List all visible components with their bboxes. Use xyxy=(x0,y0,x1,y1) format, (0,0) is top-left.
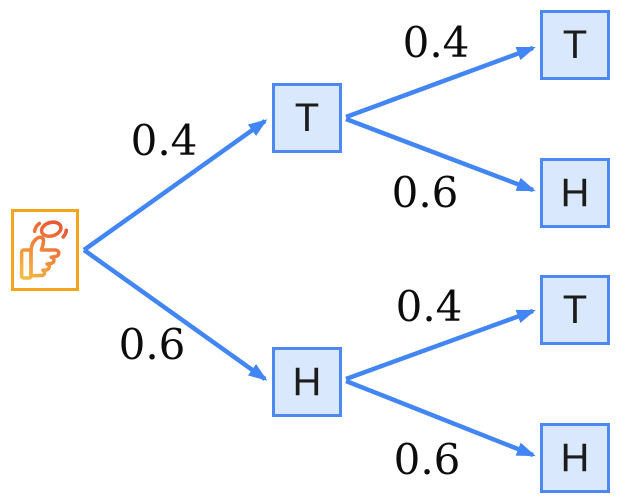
probability-H-H: 0.6 xyxy=(393,435,461,484)
probability-root-T: 0.4 xyxy=(130,116,198,165)
node-T: T xyxy=(272,83,342,153)
probability-H-T: 0.4 xyxy=(395,282,463,331)
node-T-label: T xyxy=(294,95,320,140)
node-H-label: H xyxy=(292,359,322,404)
node-HT-label: T xyxy=(562,287,588,332)
probability-T-T: 0.4 xyxy=(402,18,470,67)
probability-root-H: 0.6 xyxy=(118,320,186,369)
node-H: H xyxy=(272,347,342,417)
coin-flip-hand-icon xyxy=(19,220,69,280)
probability-T-H: 0.6 xyxy=(391,168,459,217)
node-HH-label: H xyxy=(560,435,590,480)
root-node xyxy=(11,209,79,291)
node-TT: T xyxy=(540,10,610,80)
node-TH: H xyxy=(540,158,610,228)
node-TT-label: T xyxy=(562,22,588,67)
node-TH-label: H xyxy=(560,170,590,215)
node-HT: T xyxy=(540,275,610,345)
node-HH: H xyxy=(540,423,610,493)
